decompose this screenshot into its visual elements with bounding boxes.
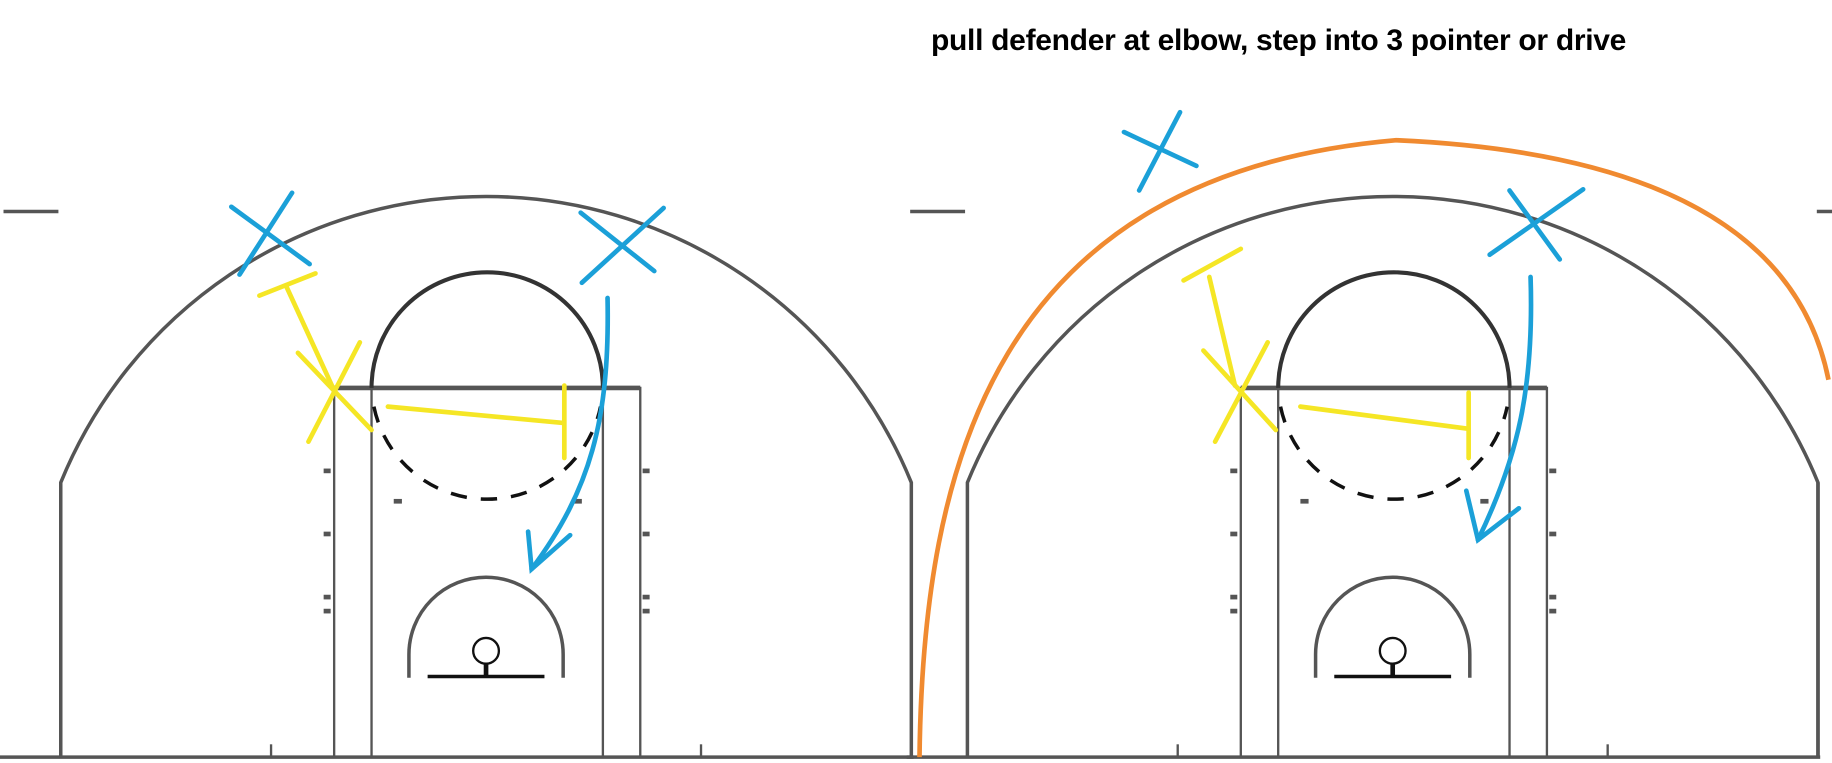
screener-elbow-icon: [1201, 340, 1279, 445]
screen-wing: [257, 271, 336, 391]
court-left: [0, 190, 914, 757]
offense-player-top-icon: [1487, 186, 1586, 262]
offense-player-perimeter-icon: [1121, 109, 1199, 193]
screen-lane: [385, 383, 567, 461]
perimeter-path: [917, 137, 1831, 758]
screen-lane: [1298, 390, 1471, 461]
screener-elbow-icon: [295, 340, 374, 445]
screen-wing: [1181, 246, 1244, 388]
offense-player-top-icon: [578, 205, 666, 286]
play-caption: pull defender at elbow, step into 3 poin…: [931, 24, 1627, 57]
offense-player-wing-icon: [228, 190, 312, 277]
cut-arrow: [1463, 274, 1534, 544]
court-right: [907, 0, 1832, 763]
cut-arrow: [525, 295, 611, 574]
